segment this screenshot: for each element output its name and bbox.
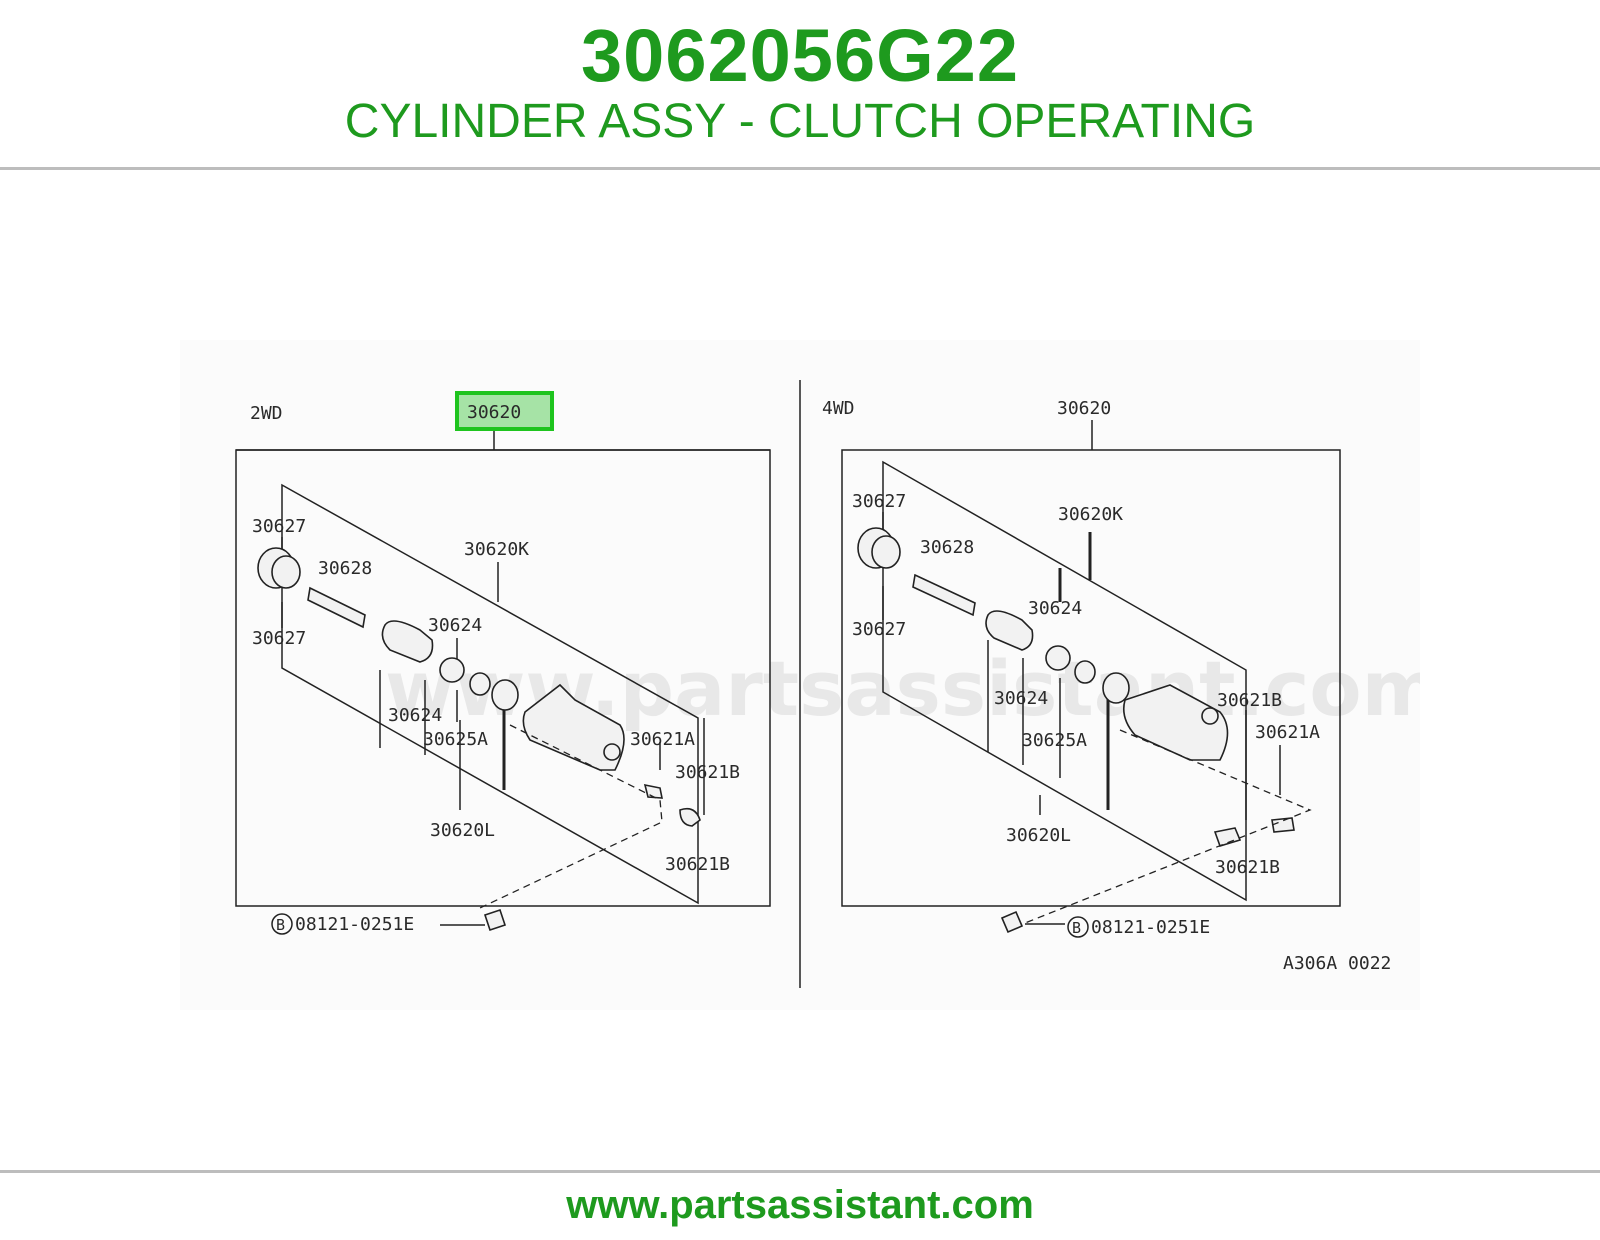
bolt-marker: B bbox=[1072, 919, 1081, 937]
assembly-frame-2wd bbox=[235, 449, 771, 907]
dust-boot-rim bbox=[871, 535, 901, 569]
port-part bbox=[1201, 707, 1219, 725]
callout-30628[interactable]: 30628 bbox=[920, 537, 974, 558]
callout-30621a[interactable]: 30621A bbox=[1255, 722, 1320, 743]
callout-30621b-bottom[interactable]: 30621B bbox=[1215, 857, 1280, 878]
assembly-callout-highlight[interactable] bbox=[455, 391, 554, 431]
callout-30621a[interactable]: 30621A bbox=[630, 729, 695, 750]
assembly-frame-4wd bbox=[841, 449, 1341, 907]
callout-30628[interactable]: 30628 bbox=[318, 558, 372, 579]
diagram-2wd: 2WD 30620 bbox=[235, 391, 771, 935]
callout-30627-top[interactable]: 30627 bbox=[252, 516, 306, 537]
mounting-dashline bbox=[1019, 729, 1312, 926]
bolt-marker-circle bbox=[1067, 916, 1089, 938]
callout-30625a[interactable]: 30625A bbox=[1022, 730, 1087, 751]
parts-diagram: www.partsassistant.com 2WD 30620 bbox=[180, 340, 1420, 1010]
mounting-dashline bbox=[479, 724, 663, 909]
callout-30620k[interactable]: 30620K bbox=[1058, 504, 1123, 525]
bolt-part[interactable] bbox=[1000, 910, 1024, 934]
part-number[interactable]: 3062056G22 bbox=[581, 14, 1019, 97]
bleeder-cap-part[interactable] bbox=[679, 807, 701, 827]
bleeder-screw-part[interactable] bbox=[643, 783, 663, 799]
callout-30624-top[interactable]: 30624 bbox=[428, 615, 482, 636]
footer-divider bbox=[0, 1170, 1600, 1173]
dust-boot-rim bbox=[271, 555, 301, 589]
piston-cup-part[interactable] bbox=[439, 657, 465, 683]
part-name: CYLINDER ASSY - CLUTCH OPERATING bbox=[344, 95, 1256, 148]
exploded-view-svg: www.partsassistant.com 2WD 30620 bbox=[235, 380, 1420, 988]
page-header: 3062056G22 CYLINDER ASSY - CLUTCH OPERAT… bbox=[0, 0, 1600, 168]
callout-30621b-bottom[interactable]: 30621B bbox=[665, 854, 730, 875]
seal-part[interactable] bbox=[491, 679, 519, 711]
callout-30621b-top[interactable]: 30621B bbox=[675, 762, 740, 783]
bolt-marker-circle bbox=[271, 913, 293, 935]
bleeder-cap-part[interactable] bbox=[1213, 827, 1242, 847]
port-part bbox=[603, 743, 621, 761]
piston-part[interactable] bbox=[985, 610, 1034, 651]
callout-bolt-2wd[interactable]: 08121-0251E bbox=[295, 914, 414, 935]
callout-30621b-top[interactable]: 30621B bbox=[1217, 690, 1282, 711]
piston-cup-part[interactable] bbox=[1045, 645, 1071, 671]
cylinder-body-part[interactable] bbox=[1122, 684, 1229, 761]
callout-30624-bottom[interactable]: 30624 bbox=[388, 705, 442, 726]
seal-part[interactable] bbox=[1102, 672, 1130, 704]
callout-30620k[interactable]: 30620K bbox=[464, 539, 529, 560]
ring-part[interactable] bbox=[1074, 660, 1096, 684]
figure-code: A306A 0022 bbox=[1283, 953, 1391, 974]
callout-30627-bottom[interactable]: 30627 bbox=[852, 619, 906, 640]
bolt-part[interactable] bbox=[483, 908, 507, 932]
push-rod-part[interactable] bbox=[912, 573, 976, 617]
callout-bolt-4wd[interactable]: 08121-0251E bbox=[1091, 917, 1210, 938]
variant-label-2wd: 2WD bbox=[250, 403, 283, 424]
ring-part[interactable] bbox=[469, 672, 491, 696]
header-divider bbox=[0, 167, 1600, 170]
callout-30620l[interactable]: 30620L bbox=[1006, 825, 1071, 846]
callout-30624-top[interactable]: 30624 bbox=[1028, 598, 1082, 619]
callout-30620-4wd[interactable]: 30620 bbox=[1057, 398, 1111, 419]
push-rod-part[interactable] bbox=[307, 586, 366, 629]
callout-30620-2wd[interactable]: 30620 bbox=[467, 402, 521, 423]
cylinder-body-part[interactable] bbox=[522, 683, 625, 771]
bleeder-screw-part[interactable] bbox=[1271, 817, 1295, 833]
bolt-marker: B bbox=[276, 916, 285, 934]
footer-website-link[interactable]: www.partsassistant.com bbox=[566, 1183, 1034, 1227]
piston-part[interactable] bbox=[381, 620, 434, 663]
callout-30627-bottom[interactable]: 30627 bbox=[252, 628, 306, 649]
diagram-4wd: 4WD 30620 bbox=[822, 398, 1391, 974]
callout-30620l[interactable]: 30620L bbox=[430, 820, 495, 841]
callout-30625a[interactable]: 30625A bbox=[423, 729, 488, 750]
callout-30624-bottom[interactable]: 30624 bbox=[994, 688, 1048, 709]
variant-label-4wd: 4WD bbox=[822, 398, 855, 419]
callout-30627-top[interactable]: 30627 bbox=[852, 491, 906, 512]
